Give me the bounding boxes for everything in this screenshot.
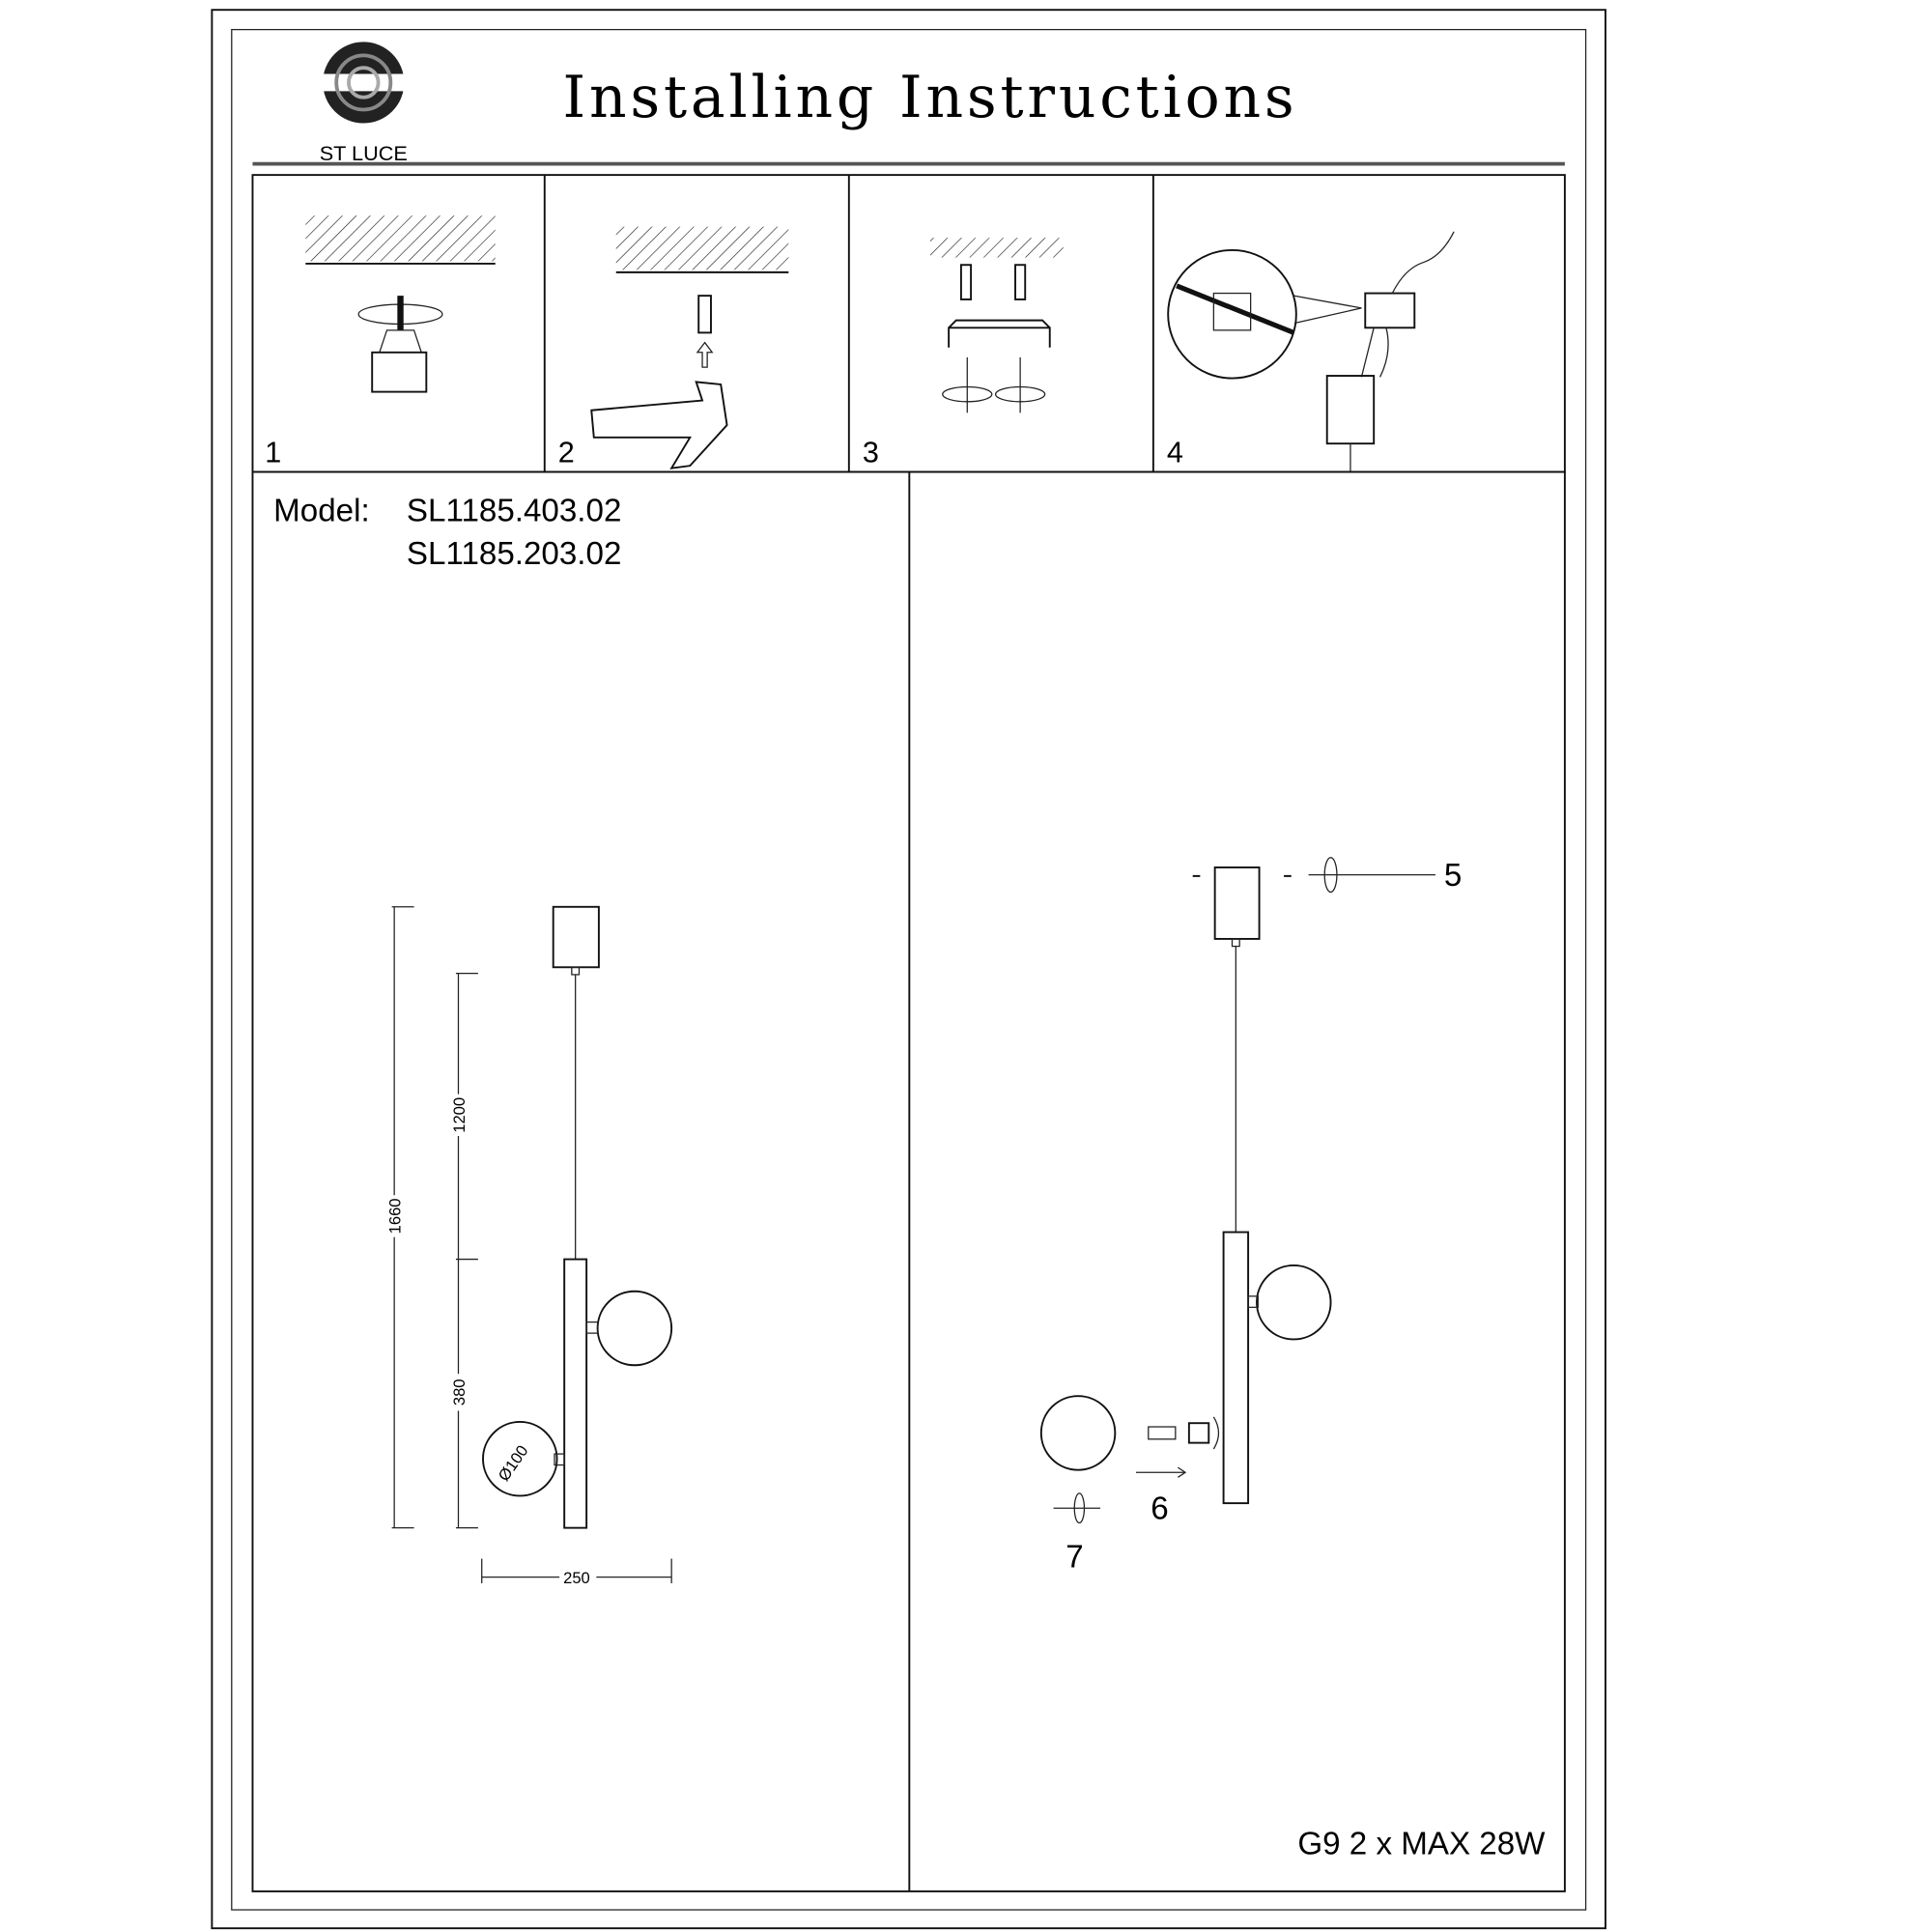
dimension-width: 250	[563, 1569, 590, 1587]
rotate-arrow-icon	[1073, 1492, 1086, 1524]
arrow-up-icon	[696, 341, 714, 368]
brand-name: ST LUCE	[320, 141, 408, 165]
wall-plug-icon	[697, 295, 712, 334]
outer-border	[211, 9, 1606, 1930]
assembly-step-label: 5	[1444, 858, 1462, 894]
install-steps-row: 1 2 3	[251, 174, 1566, 473]
socket-icon	[1187, 1422, 1210, 1444]
bulb-spec: G9 2 x MAX 28W	[1297, 1827, 1546, 1862]
step-number: 4	[1167, 436, 1183, 469]
page-title: Installing Instructions	[562, 64, 1297, 131]
glass-globe	[1256, 1264, 1332, 1341]
dimension-cable-length: 1200	[450, 1097, 469, 1133]
dimension-total-height: 1660	[386, 1198, 405, 1234]
st-luce-logo: ST LUCE	[318, 42, 417, 165]
mounting-bracket-icon	[948, 319, 1051, 348]
canopy	[1213, 867, 1261, 940]
step-2-hammer-illustration	[590, 226, 789, 469]
model-label: Model:	[273, 494, 370, 529]
hammer-icon	[590, 381, 728, 469]
canopy	[552, 905, 600, 969]
glass-globe	[482, 1420, 558, 1497]
glass-globe-detached	[1039, 1395, 1117, 1471]
step-number: 2	[558, 436, 575, 469]
lamp-body	[563, 1258, 588, 1529]
model-code: SL1185.403.02	[407, 494, 621, 529]
assembly-step-label: 6	[1151, 1492, 1168, 1527]
inner-border	[231, 28, 1587, 1911]
dimension-drawing: 1660 1200 380 250 Ø100	[379, 905, 673, 1587]
step-number: 3	[863, 436, 879, 469]
assembly-drawing	[1039, 857, 1435, 1524]
dimension-body-length: 380	[450, 1378, 469, 1406]
g9-bulb-icon	[1148, 1426, 1177, 1440]
assembly-step-label: 7	[1065, 1539, 1083, 1575]
step-number: 1	[265, 436, 281, 469]
step-1-drill-illustration	[305, 215, 496, 393]
dimension-globe-diameter: Ø100	[495, 1442, 532, 1485]
step-3-bracket-illustration	[930, 238, 1064, 413]
lamp-body	[1222, 1231, 1250, 1505]
glass-globe	[596, 1290, 673, 1367]
terminal-block-icon	[1364, 292, 1416, 329]
step-4-wiring-illustration	[1167, 231, 1455, 472]
model-code: SL1185.203.02	[407, 536, 621, 572]
